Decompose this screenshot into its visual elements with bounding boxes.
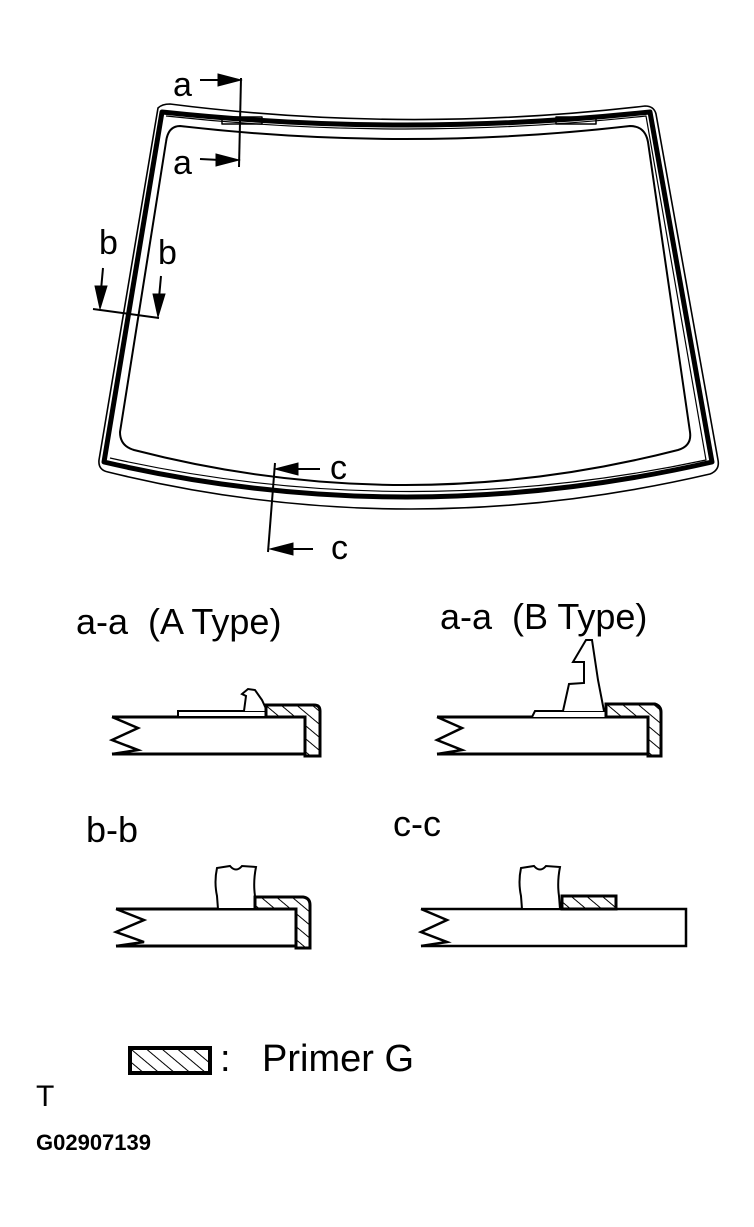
section-marker-b: [92, 267, 166, 319]
section-bb: [112, 864, 312, 950]
marker-label-a-bottom: a: [173, 144, 192, 182]
legend-separator: :: [220, 1038, 231, 1080]
figure-code: G02907139: [36, 1130, 151, 1155]
marker-label-b-left: b: [99, 224, 118, 262]
section-title-cc: c-c: [393, 803, 441, 844]
footer-mark: T: [36, 1080, 55, 1113]
section-title-bb: b-b: [86, 809, 139, 850]
marker-label-b-right: b: [158, 234, 177, 272]
section-cc: [417, 864, 688, 948]
marker-label-c-bottom: c: [331, 529, 348, 567]
section-aa-a-type: [108, 687, 322, 758]
section-title-aa-a-type: a-a (A Type): [76, 601, 282, 642]
section-marker-a: [199, 73, 243, 168]
legend-primer-swatch: [128, 1046, 212, 1075]
section-marker-c: [267, 462, 320, 556]
section-aa-b-type: [433, 639, 663, 758]
section-title-aa-b-type: a-a (B Type): [440, 596, 648, 637]
legend-label: Primer G: [262, 1038, 414, 1080]
marker-label-c-top: c: [330, 449, 347, 487]
marker-label-a-top: a: [173, 66, 192, 104]
